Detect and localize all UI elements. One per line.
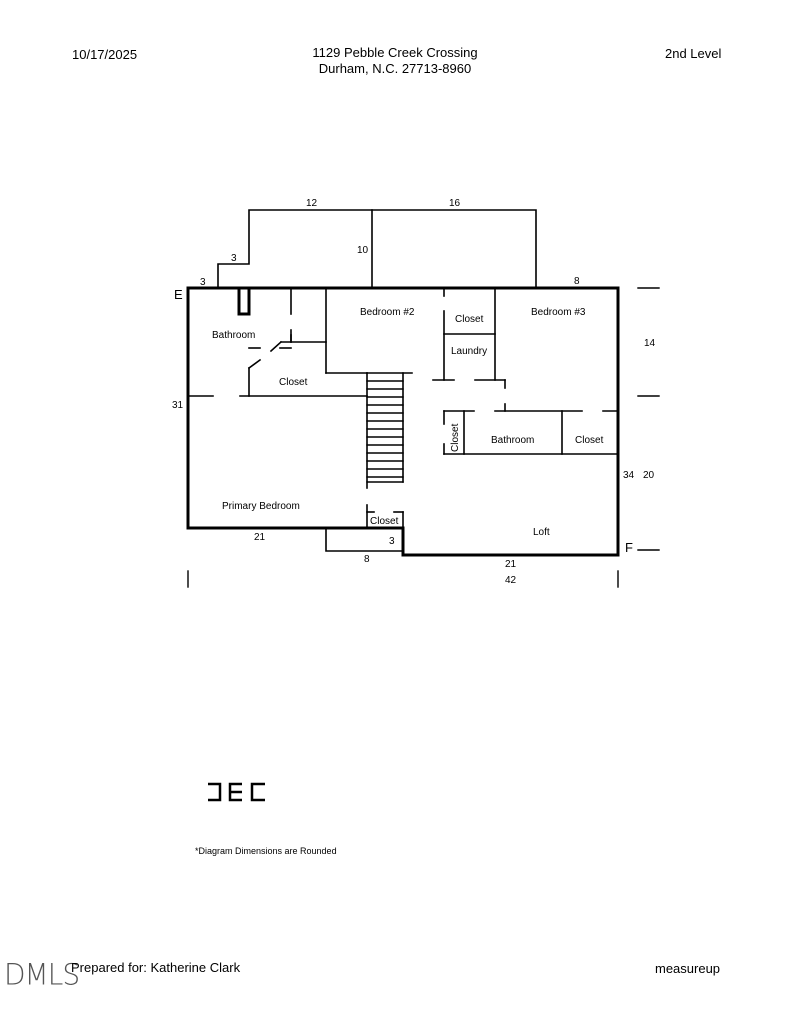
corner-e: E [174,287,183,302]
room-closet-vertical: Closet [450,423,461,452]
dim-bottom-21-right: 21 [505,559,517,570]
dim-top-16: 16 [449,198,461,209]
level-label: 2nd Level [665,46,722,61]
dim-right-14: 14 [644,338,656,349]
dim-left-31: 31 [172,400,184,411]
dim-mid-10: 10 [357,245,369,256]
corner-f: F [625,540,633,555]
room-closet-1: Closet [279,377,308,388]
date: 10/17/2025 [72,47,138,62]
dim-top-12: 12 [306,198,318,209]
rounding-note: *Diagram Dimensions are Rounded [195,846,337,856]
address-line-1: 1129 Pebble Creek Crossing [312,45,478,60]
dec-logo-icon [208,782,265,802]
room-bathroom-2: Bathroom [491,435,534,446]
room-laundry: Laundry [451,346,487,357]
exterior-wall [186,286,620,557]
room-bedroom-3: Bedroom #3 [531,307,586,318]
dim-step-3a: 3 [231,253,237,264]
address-line-2: Durham, N.C. 27713-8960 [318,61,472,76]
room-loft: Loft [533,527,550,538]
dim-right-8: 8 [574,276,580,287]
dim-bottom-3: 3 [389,536,395,547]
upper-outline [217,209,537,289]
room-primary-bedroom: Primary Bedroom [222,501,300,512]
dim-total-42: 42 [505,575,517,586]
room-bedroom-2: Bedroom #2 [360,307,415,318]
dim-right-34: 34 [623,470,635,481]
prepared-for: Prepared for: Katherine Clark [71,960,241,975]
brand-measureup: measureup [655,961,721,976]
dmls-watermark: DMLS [4,957,80,992]
room-closet-4: Closet [370,516,399,527]
room-closet-3: Closet [575,435,604,446]
address: 1129 Pebble Creek Crossing Durham, N.C. … [245,45,545,77]
room-bathroom-1: Bathroom [212,330,255,341]
room-closet-2: Closet [455,314,484,325]
dim-right-20: 20 [643,470,655,481]
dim-step-3b: 3 [200,277,206,288]
dim-bottom-21-left: 21 [254,532,266,543]
dim-bottom-8: 8 [364,554,370,565]
